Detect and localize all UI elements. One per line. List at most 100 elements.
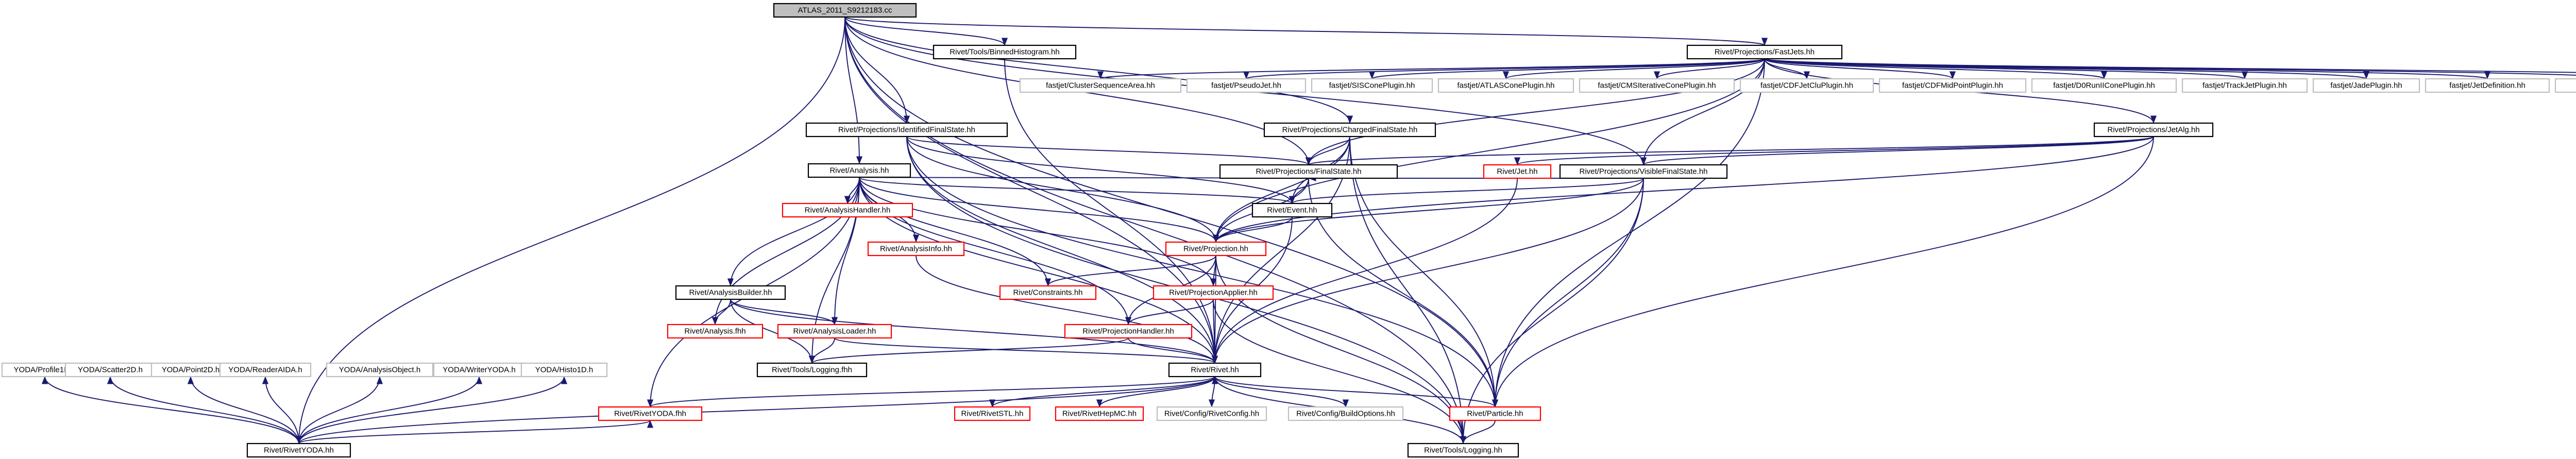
node-label: fastjet/TrackJetPlugin.hh bbox=[2202, 81, 2287, 90]
node-box bbox=[1407, 443, 1519, 458]
edge-identifiedfs-to-finalstate bbox=[906, 136, 1312, 165]
edge-fastjets-to-f_atlascone bbox=[1503, 58, 1765, 79]
node-jetalg[interactable]: Rivet/Projections/JetAlg.hh bbox=[2093, 122, 2214, 138]
node-box bbox=[805, 122, 1008, 138]
edge-rivetjet-to-rivethh bbox=[1211, 178, 1518, 364]
node-box bbox=[1579, 78, 1735, 93]
node-box bbox=[1437, 78, 1574, 93]
node-box bbox=[1251, 202, 1333, 218]
node-box bbox=[933, 44, 1077, 60]
node-box bbox=[1165, 241, 1267, 257]
node-rivetyoda_fhh[interactable]: Rivet/RivetYODA.fhh bbox=[598, 406, 703, 421]
edge-analysis-to-analysisloader bbox=[831, 177, 860, 325]
node-y_writeryoda: YODA/WriterYODA.h bbox=[433, 362, 526, 378]
node-label: Rivet/ProjectionHandler.hh bbox=[1082, 327, 1174, 336]
node-f_cmsiterative: fastjet/CMSIterativeConePlugin.hh bbox=[1579, 78, 1735, 93]
edge-analysisloader-to-rivethh bbox=[834, 337, 1218, 364]
node-box bbox=[1878, 78, 2027, 93]
edge-projhandler-to-rivethh bbox=[1128, 337, 1218, 364]
node-label: Rivet/Tools/BinnedHistogram.hh bbox=[950, 48, 1059, 57]
node-box bbox=[2554, 78, 2576, 93]
node-rivetjet[interactable]: Rivet/Jet.hh bbox=[1483, 164, 1552, 179]
node-analysishandler[interactable]: Rivet/AnalysisHandler.hh bbox=[782, 202, 913, 218]
node-finalstate[interactable]: Rivet/Projections/FinalState.hh bbox=[1219, 164, 1398, 179]
edge-analysis-to-projection bbox=[859, 177, 1219, 243]
node-box bbox=[1186, 78, 1307, 93]
node-projapplier[interactable]: Rivet/ProjectionApplier.hh bbox=[1153, 285, 1274, 300]
node-toolslogging_fhh[interactable]: Rivet/Tools/Logging.fhh bbox=[756, 362, 868, 378]
node-particle[interactable]: Rivet/Particle.hh bbox=[1449, 406, 1541, 421]
node-rivetyoda[interactable]: Rivet/RivetYODA.hh bbox=[246, 443, 351, 458]
node-label: Rivet/Constraints.hh bbox=[1013, 288, 1082, 297]
node-analysisinfo[interactable]: Rivet/AnalysisInfo.hh bbox=[867, 241, 965, 257]
node-f_atlascone: fastjet/ATLASConePlugin.hh bbox=[1437, 78, 1574, 93]
edge-root-to-fastjets bbox=[844, 16, 1768, 46]
edge-root-to-rivetyoda bbox=[295, 16, 845, 444]
node-box bbox=[773, 3, 917, 18]
node-f_trackjet: fastjet/TrackJetPlugin.hh bbox=[2181, 78, 2308, 93]
node-y_histo1d: YODA/Histo1D.h bbox=[520, 362, 608, 378]
node-y_point2d: YODA/Point2D.h bbox=[150, 362, 231, 378]
node-box bbox=[1263, 122, 1436, 138]
edge-fastjets-to-f_areadef bbox=[1764, 58, 2576, 76]
node-label: Rivet/Config/RivetConfig.hh bbox=[1164, 410, 1259, 418]
node-box bbox=[1153, 285, 1274, 300]
node-analysisbuilder[interactable]: Rivet/AnalysisBuilder.hh bbox=[675, 285, 786, 300]
edge-fastjets-to-f_cmsiterative bbox=[1654, 58, 1765, 79]
node-box bbox=[1019, 78, 1182, 93]
node-box bbox=[1168, 362, 1262, 378]
node-label: Rivet/Particle.hh bbox=[1467, 410, 1523, 418]
edge-rivetyoda-to-y_scatter2d bbox=[107, 376, 299, 444]
node-label: Rivet/Analysis.fhh bbox=[684, 327, 745, 336]
node-label: fastjet/PseudoJet.hh bbox=[1211, 81, 1281, 90]
node-label: Rivet/Config/BuildOptions.hh bbox=[1296, 410, 1395, 418]
node-box bbox=[1311, 78, 1433, 93]
node-projhandler[interactable]: Rivet/ProjectionHandler.hh bbox=[1064, 324, 1193, 339]
node-y_readeraida: YODA/ReaderAIDA.h bbox=[219, 362, 312, 378]
edge-fastjets-to-f_siscone bbox=[1369, 58, 1765, 79]
node-box bbox=[2312, 78, 2420, 93]
node-toolslogging[interactable]: Rivet/Tools/Logging.hh bbox=[1407, 443, 1519, 458]
node-rivethh[interactable]: Rivet/Rivet.hh bbox=[1168, 362, 1262, 378]
node-f_siscone: fastjet/SISConePlugin.hh bbox=[1311, 78, 1433, 93]
node-box bbox=[598, 406, 703, 421]
node-label: Rivet/AnalysisInfo.hh bbox=[880, 245, 952, 253]
node-identifiedfs[interactable]: Rivet/Projections/IdentifiedFinalState.h… bbox=[805, 122, 1008, 138]
edge-rivetyoda-to-y_analysisobject bbox=[298, 376, 383, 444]
node-box bbox=[1219, 164, 1398, 179]
edge-analysisbuilder-to-toolslogging_fhh bbox=[730, 299, 816, 364]
node-label: fastjet/CMSIterativeConePlugin.hh bbox=[1598, 81, 1716, 90]
node-box bbox=[1064, 324, 1193, 339]
node-rivethepmc[interactable]: Rivet/RivetHepMC.hh bbox=[1055, 406, 1144, 421]
node-event[interactable]: Rivet/Event.hh bbox=[1251, 202, 1333, 218]
edge-analysisbuilder-to-analysisloader bbox=[730, 299, 838, 325]
node-visiblefs[interactable]: Rivet/Projections/VisibleFinalState.hh bbox=[1559, 164, 1728, 179]
node-analysisloader[interactable]: Rivet/AnalysisLoader.hh bbox=[777, 324, 892, 339]
edge-identifiedfs-to-particle bbox=[906, 136, 1499, 407]
node-rivetstl[interactable]: Rivet/RivetSTL.hh bbox=[954, 406, 1031, 421]
edge-chargedfs-to-projection bbox=[1212, 136, 1350, 243]
node-box bbox=[777, 324, 892, 339]
edge-rivetyoda-to-y_histo1d bbox=[298, 376, 567, 444]
edge-identifiedfs-to-rivethh bbox=[906, 136, 1218, 364]
node-fastjets[interactable]: Rivet/Projections/FastJets.hh bbox=[1686, 44, 1843, 60]
node-label: Rivet/RivetHepMC.hh bbox=[1062, 410, 1137, 418]
edge-fastjets-to-finalstate bbox=[1306, 58, 1765, 165]
edge-projapplier-to-projhandler bbox=[1125, 299, 1214, 325]
node-constraints[interactable]: Rivet/Constraints.hh bbox=[999, 285, 1097, 300]
node-f_cluster_seq_area: fastjet/ClusterSequenceArea.hh bbox=[1019, 78, 1182, 93]
node-binnedhisto[interactable]: Rivet/Tools/BinnedHistogram.hh bbox=[933, 44, 1077, 60]
node-projection[interactable]: Rivet/Projection.hh bbox=[1165, 241, 1267, 257]
node-analysishh[interactable]: Rivet/Analysis.fhh bbox=[667, 324, 764, 339]
node-root[interactable]: ATLAS_2011_S9212183.cc bbox=[773, 3, 917, 18]
edge-visiblefs-to-rivethh bbox=[1211, 178, 1644, 364]
node-box bbox=[219, 362, 312, 378]
node-f_d0runii: fastjet/D0RunIIConePlugin.hh bbox=[2031, 78, 2177, 93]
node-box bbox=[999, 285, 1097, 300]
node-chargedfs[interactable]: Rivet/Projections/ChargedFinalState.hh bbox=[1263, 122, 1436, 138]
edge-rivetyoda-to-rivethh bbox=[298, 376, 1218, 444]
edge-fastjets-to-particle bbox=[1492, 58, 1765, 407]
edge-rivethh-to-rivetconfig bbox=[1208, 376, 1215, 407]
edge-fastjets-to-f_clusterseq bbox=[1764, 58, 2576, 73]
node-analysis[interactable]: Rivet/Analysis.hh bbox=[807, 163, 911, 178]
